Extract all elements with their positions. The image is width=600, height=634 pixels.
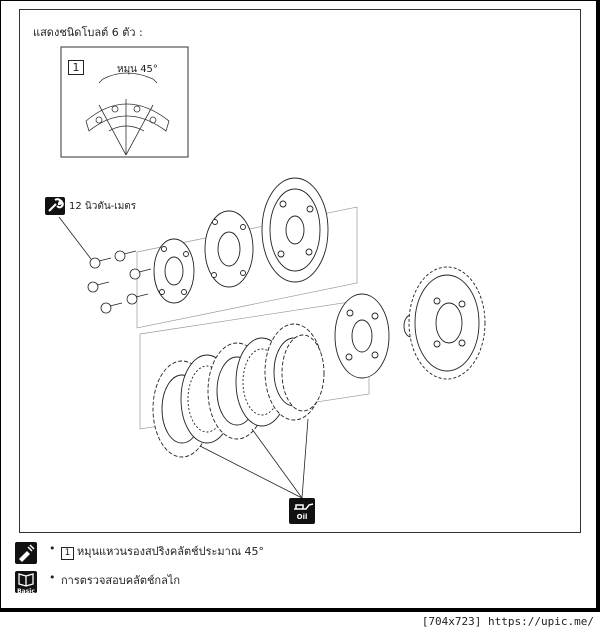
friction-plate (281, 334, 325, 412)
lock-plate (204, 210, 254, 288)
lower-group-outline (139, 298, 370, 430)
bullet: • (49, 571, 56, 584)
pressure-plate (261, 177, 329, 283)
friction-plate-stack (152, 323, 325, 458)
bolt (114, 250, 137, 262)
bolt-group (87, 250, 152, 314)
bolt (129, 268, 152, 280)
exploded-clutch-diagram (58, 46, 486, 499)
rotate-45-label: หมุน 45° (117, 64, 158, 75)
oil-can-icon (289, 498, 315, 524)
diagram-caption: แสดงชนิดโบลต์ 6 ตัว : (33, 26, 143, 39)
bolt (100, 302, 123, 314)
oil-label: Oil (296, 513, 308, 521)
clutch-housing (408, 266, 486, 380)
inset-box (60, 46, 189, 158)
bolt (87, 281, 110, 293)
basic-book-icon: Basic (15, 571, 37, 595)
note-install-text: หมุนแหวนรองสปริงคลัตช์ประมาณ 45° (77, 545, 265, 558)
bullet: • (49, 542, 56, 555)
clutch-boss (334, 293, 390, 379)
spring-retainer (153, 238, 195, 304)
watermark: [704x723] https://upic.me/ (421, 615, 594, 628)
basic-label: Basic (17, 588, 35, 595)
bolt (89, 257, 112, 269)
torque-leader-line (58, 216, 92, 260)
wrench-icon (45, 197, 65, 215)
torque-spec-label: 12 นิวตัน-เมตร (69, 201, 137, 212)
install-icon (15, 542, 37, 564)
note-inspection-text: การตรวจสอบคลัตช์กลไก (61, 574, 181, 587)
inset-number: 1 (68, 60, 84, 75)
ref-number: 1 (61, 547, 74, 560)
oil-leader-lines (199, 418, 309, 499)
bolt (126, 293, 149, 305)
inset-washer-drawing (85, 72, 170, 156)
